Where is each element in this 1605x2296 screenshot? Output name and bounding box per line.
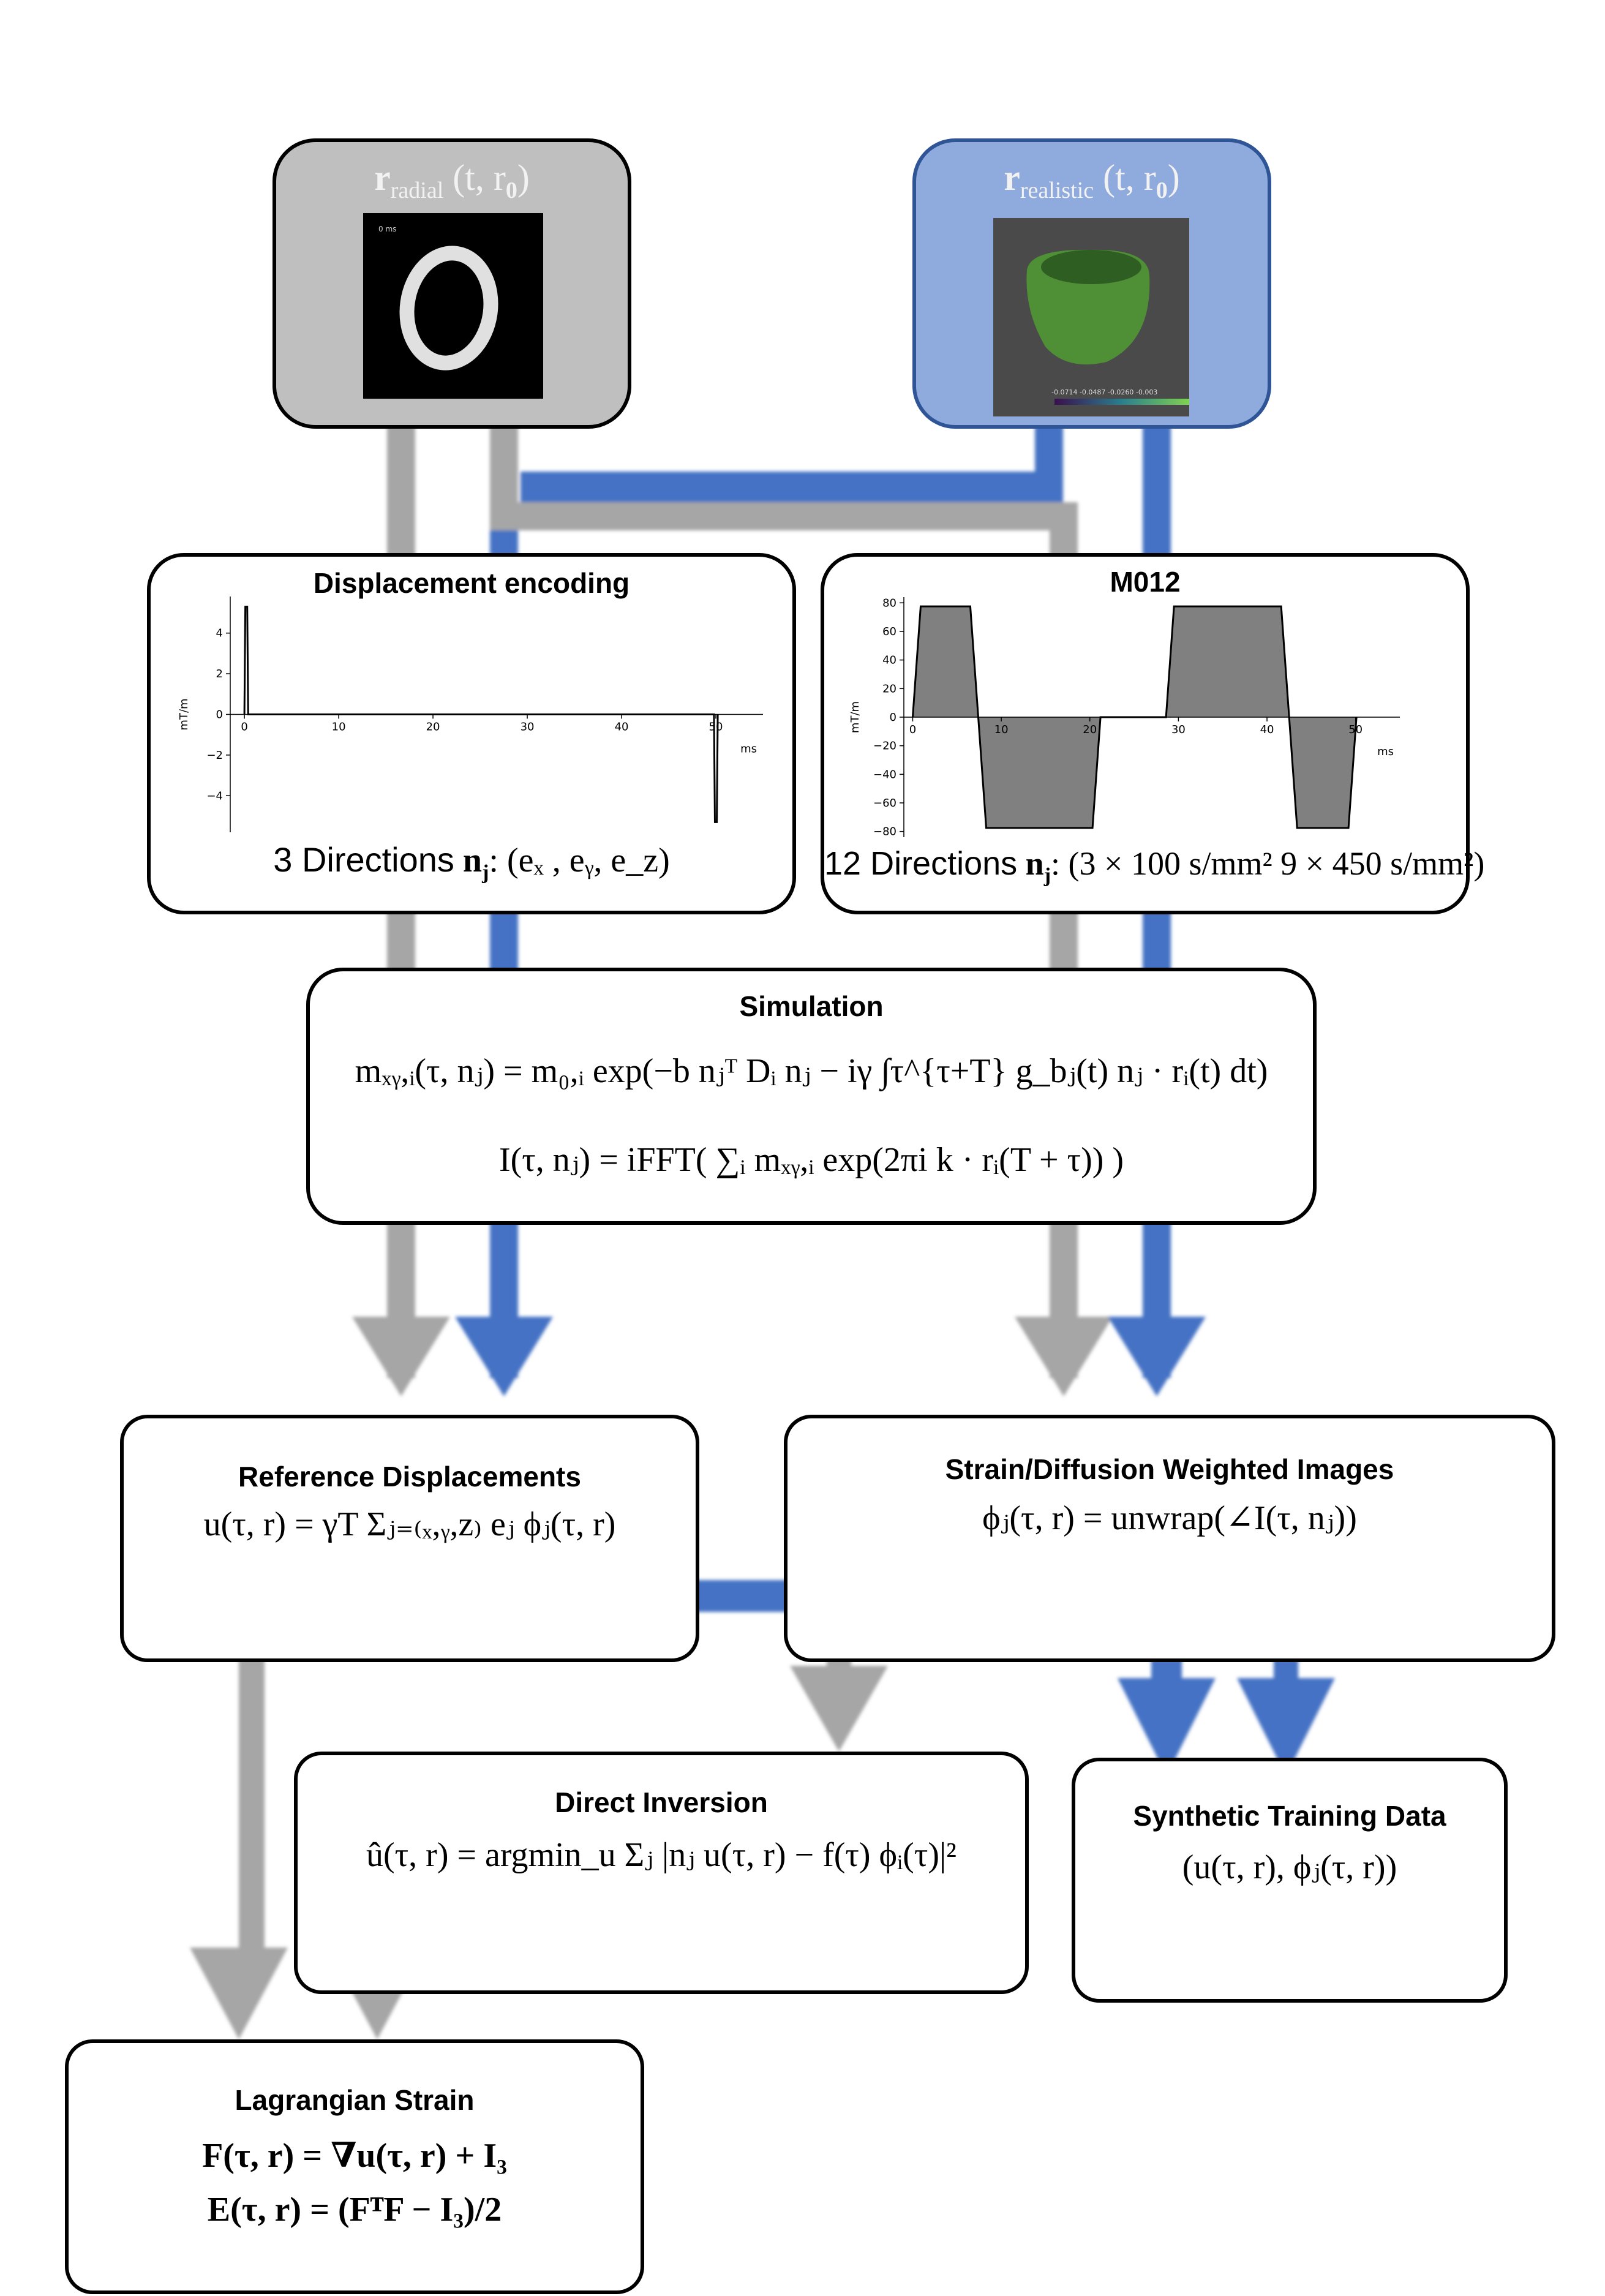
blue-arrowhead-synthetic-2 [1237, 1678, 1335, 1776]
strain-diffusion-images-box: Strain/Diffusion Weighted Images ϕⱼ(τ, r… [784, 1415, 1555, 1662]
gray-path-2-horizontal [490, 502, 1078, 530]
realistic-source-box: rrealistic (t, r0) -0.0714 -0.0487 -0.02… [912, 138, 1271, 429]
phase-equation: ϕⱼ(τ, r) = unwrap(∠I(τ, nⱼ)) [982, 1499, 1357, 1537]
label-subscript: realistic [1020, 178, 1094, 203]
y-tick-label: −60 [873, 797, 896, 810]
x-tick-label: 10 [332, 721, 346, 734]
box-title: Strain/Diffusion Weighted Images [945, 1453, 1394, 1485]
x-tick-label: 20 [1083, 723, 1097, 736]
gray-arrowhead-inversion [790, 1666, 888, 1752]
x-tick-label: 30 [1171, 723, 1186, 736]
y-tick-label: 40 [882, 654, 896, 667]
x-axis-label: ms [740, 743, 757, 756]
blue-arrowhead-synthetic-1 [1118, 1678, 1216, 1776]
directions-set: : (3 × 100 s/mm² 9 × 450 s/mm²) [1051, 845, 1485, 882]
x-tick-label: 20 [426, 721, 440, 734]
y-axis-label: mT/m [849, 701, 862, 733]
directions-symbol: n [1025, 845, 1044, 882]
y-tick-label: 20 [882, 682, 896, 695]
directions-symbol: n [462, 841, 483, 879]
y-tick-label: 4 [216, 627, 223, 640]
image-caption: 0 ms [378, 225, 396, 233]
inversion-equation: û(τ, r) = argmin_u Σⱼ |nⱼ u(τ, r) − f(τ)… [366, 1836, 957, 1874]
y-tick-label: 2 [216, 668, 223, 680]
gray-arrowhead-2 [1015, 1317, 1113, 1396]
label-subscript: radial [390, 178, 444, 203]
reference-displacement-equation: u(τ, r) = γT Σⱼ₌₍ₓ,ᵧ,z₎ eⱼ ϕⱼ(τ, r) [203, 1505, 616, 1543]
directions-label: 12 Directions nj: (3 × 100 s/mm² 9 × 450… [824, 845, 1484, 887]
directions-text: 12 Directions [824, 845, 1018, 882]
box-title: Direct Inversion [555, 1786, 768, 1818]
label-symbol: r [374, 157, 391, 198]
y-tick-label: 80 [882, 597, 896, 609]
magnetization-equation: mₓᵧ,ᵢ(τ, nⱼ) = m₀,ᵢ exp(−b nⱼᵀ Dᵢ nⱼ − i… [355, 1052, 1268, 1090]
x-axis-label: ms [1377, 745, 1394, 758]
direct-inversion-box: Direct Inversion û(τ, r) = argmin_u Σⱼ |… [294, 1752, 1029, 1994]
label-symbol: r [1004, 157, 1020, 198]
label-close: ) [517, 157, 530, 198]
gray-arrowhead-strain-1 [190, 1948, 288, 2039]
blue-path-1-horizontal [521, 472, 1063, 502]
green-strain-equation: E(τ, r) = (FᵀF − I₃)/2 [207, 2191, 502, 2229]
realistic-source-label: rrealistic (t, r0) [916, 157, 1268, 204]
waveform-line [243, 606, 719, 823]
y-axis-label: mT/m [178, 698, 190, 730]
box-title: Lagrangian Strain [235, 2084, 475, 2116]
label-args-sub: 0 [505, 178, 517, 203]
label-args: (t, r [1103, 157, 1156, 198]
synthetic-training-data-box: Synthetic Training Data (u(τ, r), ϕⱼ(τ, … [1072, 1758, 1508, 2003]
box-title: M012 [1110, 566, 1181, 598]
y-tick-label: −80 [873, 826, 896, 838]
label-args-sub: 0 [1156, 178, 1168, 203]
x-tick-label: 40 [1260, 723, 1274, 736]
colorbar-labels: -0.0714 -0.0487 -0.0260 -0.003 [1051, 388, 1157, 396]
y-tick-label: −40 [873, 768, 896, 781]
radial-source-box: rradial (t, r0) 0 ms [273, 138, 631, 429]
box-title: Displacement encoding [313, 567, 630, 599]
blue-arrowhead-2 [1108, 1317, 1206, 1396]
directions-subscript: j [1043, 864, 1051, 887]
deformation-gradient-equation: F(τ, r) = ∇u(τ, r) + I₃ [202, 2137, 507, 2175]
directions-set: : (eₓ , eᵧ, e_z) [489, 841, 670, 879]
waveform-line [911, 605, 1358, 829]
directions-subscript: j [482, 861, 489, 884]
x-tick-label: 40 [615, 721, 629, 734]
x-tick-label: 30 [521, 721, 535, 734]
directions-text: 3 Directions [273, 840, 454, 879]
waveform-fill [912, 606, 1357, 828]
box-title: Reference Displacements [238, 1461, 581, 1492]
x-tick-label: 0 [241, 721, 247, 734]
y-tick-label: 0 [890, 711, 896, 724]
x-tick-label: 10 [994, 723, 1009, 736]
lagrangian-strain-box: Lagrangian Strain F(τ, r) = ∇u(τ, r) + I… [65, 2039, 644, 2294]
ring-phantom-image: 0 ms [363, 213, 543, 399]
x-tick-label: 0 [909, 723, 916, 736]
radial-source-label: rradial (t, r0) [276, 157, 628, 204]
box-title: Synthetic Training Data [1133, 1800, 1446, 1832]
label-args: (t, r [453, 157, 506, 198]
y-tick-label: 60 [882, 625, 896, 638]
box-title: Simulation [739, 990, 884, 1022]
x-tick-label: 50 [709, 721, 723, 734]
label-close: ) [1167, 157, 1180, 198]
y-tick-label: −2 [206, 749, 223, 762]
directions-label: 3 Directions nj: (eₓ , eᵧ, e_z) [151, 840, 792, 884]
reference-displacements-box: Reference Displacements u(τ, r) = γT Σⱼ₌… [120, 1415, 699, 1662]
simulation-box: Simulation mₓᵧ,ᵢ(τ, nⱼ) = m₀,ᵢ exp(−b nⱼ… [306, 968, 1317, 1225]
blue-arrowhead-1 [455, 1317, 553, 1396]
y-tick-label: −20 [873, 740, 896, 753]
training-pair-equation: (u(τ, r), ϕⱼ(τ, r)) [1182, 1848, 1397, 1886]
image-equation: I(τ, nⱼ) = iFFT( ∑ᵢ mₓᵧ,ᵢ exp(2πi k · rᵢ… [498, 1141, 1124, 1179]
y-tick-label: 0 [216, 709, 223, 721]
gray-arrowhead-1 [352, 1317, 450, 1396]
left-ventricle-mesh-image: -0.0714 -0.0487 -0.0260 -0.003 [993, 218, 1189, 416]
y-tick-label: −4 [206, 789, 223, 802]
